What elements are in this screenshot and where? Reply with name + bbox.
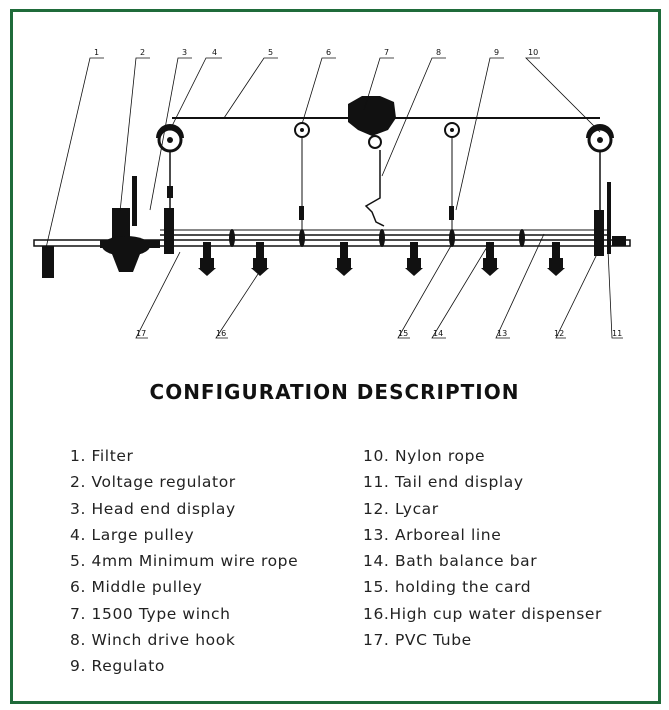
callout-11: 11 [612,329,622,338]
drinkers [198,242,565,276]
callout-16: 16 [216,329,226,338]
callout-1: 1 [94,48,99,57]
large-pulley-left [156,124,184,153]
callout-9: 9 [494,48,499,57]
callout-14: 14 [433,329,443,338]
winch-hook-shape [364,150,385,227]
configuration-diagram: 1 2 3 4 5 6 7 8 9 10 11 12 13 14 15 16 1… [33,48,631,339]
callout-4: 4 [212,48,217,57]
callout-7: 7 [384,48,389,57]
component-item: 16.High cup water dispenser [363,604,603,623]
callout-8: 8 [436,48,441,57]
component-item: 9. Regulato [70,657,165,676]
component-item: 15. holding the card [363,578,532,597]
middle-pulley [294,122,310,230]
head-end-display-shape [164,208,174,254]
component-item: 13. Arboreal line [363,525,502,544]
component-item: 12. Lycar [363,499,439,518]
component-item: 8. Winch drive hook [70,631,236,650]
winch-shape [348,96,396,149]
component-item: 3. Head end display [70,499,236,518]
outer-frame [10,9,661,704]
component-item: 2. Voltage regulator [70,473,236,492]
callout-5: 5 [268,48,273,57]
large-pulley-right [586,124,614,210]
callout-17: 17 [136,329,146,338]
section-title: CONFIGURATION DESCRIPTION [149,380,520,404]
component-item: 14. Bath balance bar [363,552,538,571]
component-list-right: 10. Nylon rope 11. Tail end display 12. … [363,443,602,653]
component-item: 11. Tail end display [363,473,524,492]
component-item: 6. Middle pulley [70,578,203,597]
callout-6: 6 [326,48,331,57]
leader-lines [45,57,623,339]
filter-shape [42,246,54,278]
callout-15: 15 [398,329,408,338]
lycar-shape [607,182,611,254]
pvc-tube [33,239,631,247]
callout-numbers: 1 2 3 4 5 6 7 8 9 10 11 12 13 14 15 16 1… [94,48,622,338]
component-list-left: 1. Filter 2. Voltage regulator 3. Head e… [70,443,298,680]
component-item: 5. 4mm Minimum wire rope [70,552,299,571]
callout-3: 3 [182,48,187,57]
component-item: 4. Large pulley [70,525,195,544]
tail-end-display-shape [594,210,604,256]
callout-10: 10 [528,48,538,57]
component-item: 17. PVC Tube [363,631,472,650]
component-item: 1. Filter [70,447,134,465]
balance-bar-beads [229,229,525,247]
voltage-regulator-shape [100,176,160,272]
middle-pulley-right [444,122,460,230]
component-item: 10. Nylon rope [363,447,486,465]
callout-13: 13 [497,329,507,338]
component-item: 7. 1500 Type winch [70,604,231,623]
callout-12: 12 [554,329,564,338]
callout-2: 2 [140,48,145,57]
